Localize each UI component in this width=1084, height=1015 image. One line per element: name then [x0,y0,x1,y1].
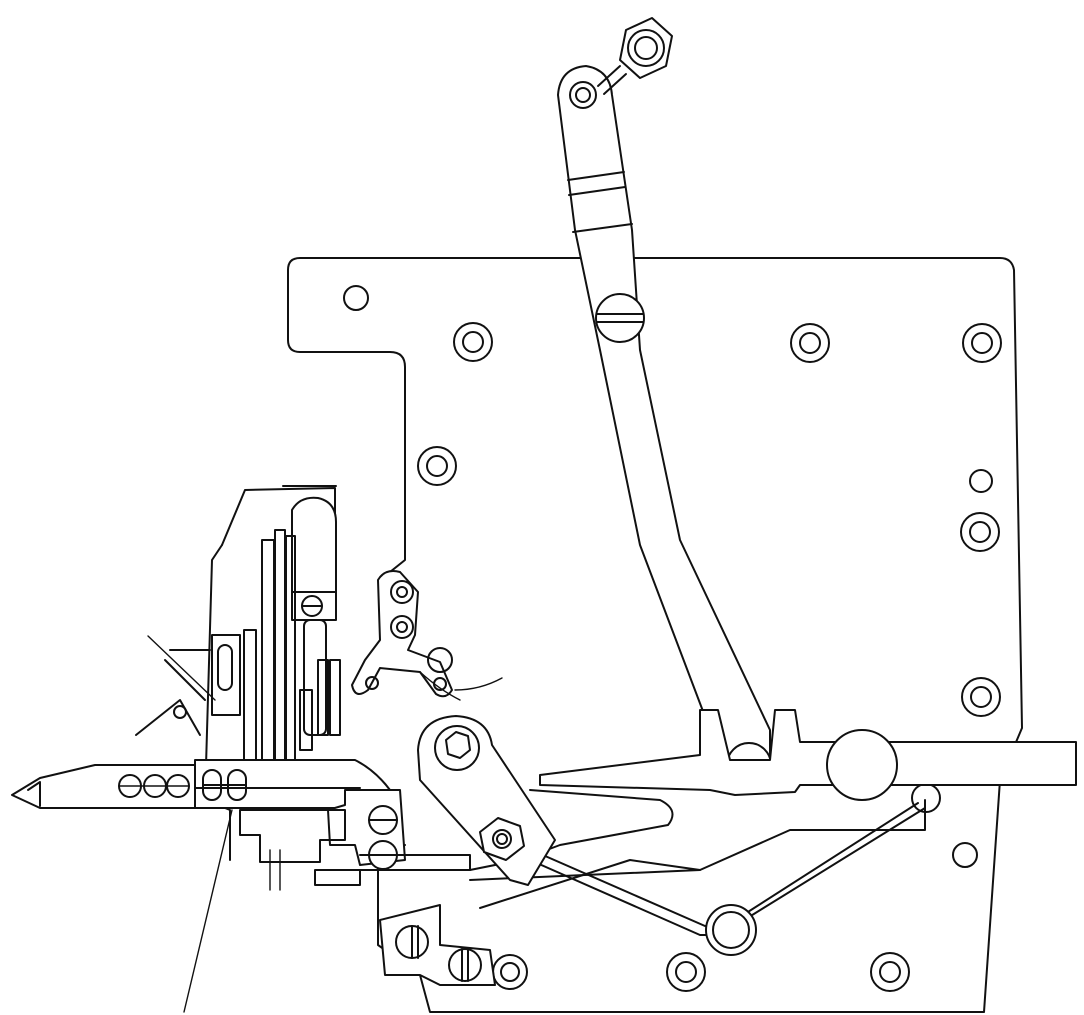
mounting-hole [961,677,1001,717]
mounting-hole [960,512,1000,552]
bracket-screw [448,948,482,982]
plate-holes [343,285,1002,992]
horizontal-needle [11,699,391,809]
bell-crank [351,570,503,701]
slotted-screw [595,293,645,343]
slide-knob [826,729,898,801]
lever-pivot-hole [569,81,597,109]
bottom-bracket [379,904,496,986]
block-screw [368,805,398,835]
leader-line [183,809,233,1013]
mounting-hole [962,323,1002,363]
slide-bar [539,709,1077,801]
hex-nut-top [597,17,673,95]
cam-slot-plate [469,789,926,956]
mounting-hole [666,952,706,992]
holder-block [239,789,471,886]
base-plate [287,257,1023,1013]
needle-assembly [147,485,341,891]
clamp-screw [301,595,323,617]
mounting-hole [453,322,493,362]
roller-wheel [705,904,757,956]
bracket-screw [395,925,429,959]
pin-hole [343,285,369,311]
pin-hole [969,469,993,493]
rocker-arm [417,715,556,886]
mounting-hole [492,954,528,990]
long-lever-arm [557,65,772,788]
pin-hole [952,842,978,868]
mounting-hole [417,446,457,486]
mounting-hole [870,952,910,992]
mounting-hole [790,323,830,363]
